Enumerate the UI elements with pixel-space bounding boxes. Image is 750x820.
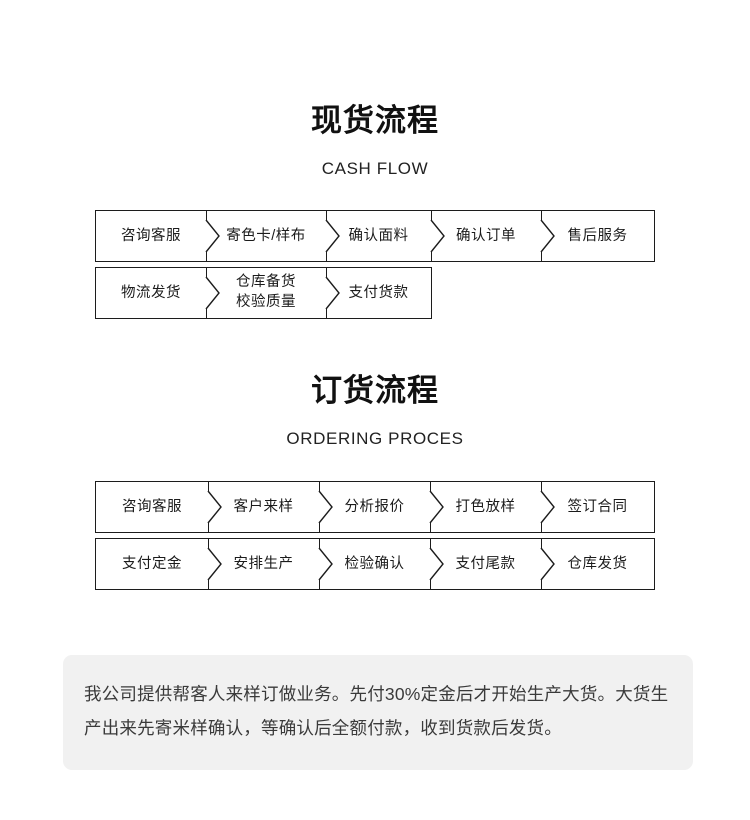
flow-step[interactable]: 打色放样 xyxy=(455,498,516,515)
flow-chart-ordering-process: 咨询客服 客户来样 分析报价 xyxy=(95,481,655,590)
chevron-right-icon xyxy=(325,219,341,253)
chevron-right-icon xyxy=(325,276,341,310)
divider-line-top xyxy=(541,538,542,548)
divider-line-bottom xyxy=(208,523,209,533)
flow-step[interactable]: 支付定金 xyxy=(122,555,182,572)
divider-line-bottom xyxy=(326,309,327,319)
flow-row: 咨询客服 客户来样 分析报价 xyxy=(95,481,655,533)
divider-line-top xyxy=(208,481,209,491)
flow-step[interactable]: 支付尾款 xyxy=(455,555,516,572)
page-subtitle-ordering-process: ORDERING PROCES xyxy=(286,429,464,448)
flow-step[interactable]: 确认订单 xyxy=(456,227,516,244)
flow-step[interactable]: 签订合同 xyxy=(567,498,628,515)
divider-line-top xyxy=(208,538,209,548)
divider-line-top xyxy=(431,210,432,220)
flow-step[interactable]: 分析报价 xyxy=(344,498,405,515)
note-panel: 我公司提供帮客人来样订做业务。先付30%定金后才开始生产大货。大货生产出来先寄米… xyxy=(63,655,693,770)
flow-step[interactable]: 支付货款 xyxy=(348,284,409,301)
chevron-right-icon xyxy=(429,547,445,581)
flow-step[interactable]: 咨询客服 xyxy=(122,498,182,515)
flow-step[interactable]: 物流发货 xyxy=(121,284,181,301)
chevron-right-icon xyxy=(540,547,556,581)
divider-line-bottom xyxy=(541,523,542,533)
divider-line-bottom xyxy=(319,580,320,590)
divider-line-top xyxy=(541,210,542,220)
divider-line-top xyxy=(206,210,207,220)
divider-line-top xyxy=(206,267,207,277)
page-subtitle-cash-flow: CASH FLOW xyxy=(321,159,429,178)
chevron-right-icon xyxy=(318,547,334,581)
divider-line-bottom xyxy=(206,252,207,262)
divider-line-bottom xyxy=(431,252,432,262)
divider-line-top xyxy=(430,538,431,548)
flow-chart-cash-flow: 咨询客服 寄色卡/样布 确认面料 xyxy=(95,210,655,319)
divider-line-bottom xyxy=(430,523,431,533)
chevron-right-icon xyxy=(430,219,446,253)
chevron-right-icon xyxy=(318,490,334,524)
flow-step[interactable]: 仓库发货 xyxy=(567,555,628,572)
flow-row: 支付定金 安排生产 检验确认 xyxy=(95,538,655,590)
flow-row: 咨询客服 寄色卡/样布 确认面料 xyxy=(95,210,655,262)
flow-row: 物流发货 仓库备货 校验质量 支付货款 xyxy=(95,267,432,319)
divider-line-top xyxy=(541,481,542,491)
divider-line-top xyxy=(319,481,320,491)
flow-step[interactable]: 客户来样 xyxy=(233,498,294,515)
divider-line-bottom xyxy=(208,580,209,590)
divider-line-bottom xyxy=(430,580,431,590)
divider-line-top xyxy=(326,267,327,277)
chevron-right-icon xyxy=(429,490,445,524)
flow-step[interactable]: 咨询客服 xyxy=(121,227,181,244)
flow-step[interactable]: 确认面料 xyxy=(348,227,409,244)
divider-line-bottom xyxy=(326,252,327,262)
flow-step[interactable]: 仓库备货 校验质量 xyxy=(236,274,296,310)
page-title-ordering-process: 订货流程 xyxy=(311,373,439,408)
divider-line-top xyxy=(319,538,320,548)
divider-line-bottom xyxy=(541,580,542,590)
divider-line-bottom xyxy=(541,252,542,262)
note-text: 我公司提供帮客人来样订做业务。先付30%定金后才开始生产大货。大货生产出来先寄米… xyxy=(84,684,669,738)
flow-step[interactable]: 安排生产 xyxy=(233,555,294,572)
divider-line-top xyxy=(326,210,327,220)
chevron-right-icon xyxy=(207,490,223,524)
page-title-cash-flow: 现货流程 xyxy=(311,103,439,138)
divider-line-bottom xyxy=(319,523,320,533)
chevron-right-icon xyxy=(205,276,221,310)
flow-step[interactable]: 寄色卡/样布 xyxy=(226,227,306,244)
divider-line-bottom xyxy=(206,309,207,319)
chevron-right-icon xyxy=(540,490,556,524)
flow-step[interactable]: 售后服务 xyxy=(567,227,628,244)
chevron-right-icon xyxy=(207,547,223,581)
flow-step[interactable]: 检验确认 xyxy=(344,555,405,572)
divider-line-top xyxy=(430,481,431,491)
chevron-right-icon xyxy=(205,219,221,253)
chevron-right-icon xyxy=(540,219,556,253)
